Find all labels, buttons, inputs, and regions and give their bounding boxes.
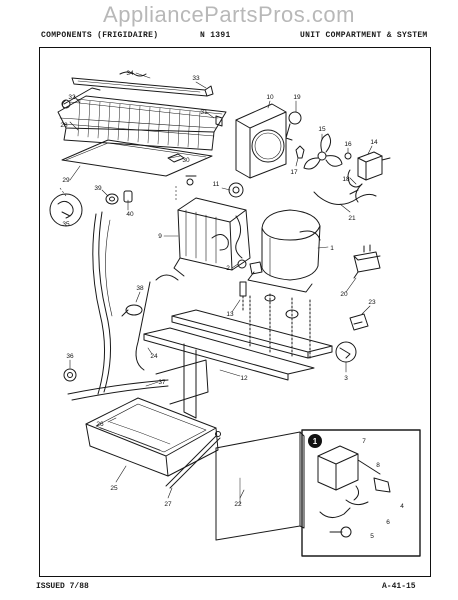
drain-hose-part bbox=[67, 211, 169, 401]
part-label: 31 bbox=[200, 109, 208, 116]
part-label: 33 bbox=[192, 75, 200, 82]
part-label: 19 bbox=[293, 94, 301, 101]
clip-part bbox=[167, 153, 185, 163]
detail-marker: 1 bbox=[308, 434, 322, 448]
header-right-title: UNIT COMPARTMENT & SYSTEM bbox=[300, 31, 428, 40]
wire-harness-part bbox=[313, 191, 377, 205]
ground-wire-part bbox=[135, 274, 179, 371]
part-labels: 34 33 32 28 31 30 29 39 40 35 10 19 11 1… bbox=[60, 70, 404, 540]
detail-circle-3 bbox=[335, 341, 357, 363]
part-label: 2 bbox=[226, 265, 230, 272]
support-rod-part bbox=[165, 431, 221, 489]
leader-lines bbox=[69, 72, 373, 499]
page-number: A-41-15 bbox=[382, 582, 416, 591]
part-label: 37 bbox=[158, 379, 166, 386]
hidden-lines bbox=[59, 186, 177, 200]
diagram-frame bbox=[39, 47, 431, 577]
hose-clamp-part bbox=[63, 368, 77, 382]
switch-part bbox=[349, 313, 369, 331]
part-label: 32 bbox=[68, 94, 76, 101]
part-label: 9 bbox=[158, 233, 162, 240]
fan-blade-part bbox=[303, 133, 343, 170]
part-label: 20 bbox=[340, 291, 348, 298]
header-model: N 1391 bbox=[200, 31, 231, 40]
watermark-text: AppliancePartsPros.com bbox=[103, 2, 355, 27]
bracket-bar-part bbox=[71, 71, 214, 97]
motor-lead-part bbox=[349, 183, 363, 203]
fitting-part bbox=[215, 115, 223, 127]
drain-pan-part bbox=[85, 397, 219, 477]
header-left-title: COMPONENTS (FRIGIDAIRE) bbox=[41, 31, 159, 40]
part-label: 23 bbox=[368, 299, 376, 306]
part-label: 3 bbox=[344, 375, 348, 382]
part-label: 14 bbox=[370, 139, 378, 146]
mount-bracket-part bbox=[285, 111, 302, 141]
cap-fitting-part bbox=[185, 175, 197, 186]
part-label: 18 bbox=[342, 176, 350, 183]
part-label: 4 bbox=[400, 503, 404, 510]
part-label: 17 bbox=[290, 169, 298, 176]
part-label: 10 bbox=[266, 94, 274, 101]
detail-circle-35 bbox=[49, 193, 83, 227]
base-rail-part bbox=[143, 309, 333, 419]
part-label: 11 bbox=[213, 181, 220, 188]
shroud-grommet-part bbox=[228, 182, 244, 198]
part-label: 13 bbox=[226, 311, 234, 318]
drain-tray-part bbox=[61, 139, 213, 177]
compressor-part bbox=[247, 209, 321, 293]
part-label: 40 bbox=[126, 211, 134, 218]
fan-shroud-part bbox=[235, 103, 287, 179]
mounting-bolt-part bbox=[239, 281, 247, 311]
fan-clip-part bbox=[295, 145, 305, 159]
back-panel-part bbox=[215, 431, 305, 541]
part-label: 28 bbox=[60, 122, 68, 129]
part-label: 39 bbox=[94, 185, 102, 192]
washer-part bbox=[344, 152, 352, 160]
coil-fins bbox=[77, 99, 201, 149]
part-label: 22 bbox=[234, 501, 242, 508]
part-label: 34 bbox=[126, 70, 134, 77]
part-label: 21 bbox=[348, 215, 356, 222]
detail-marker-label: 1 bbox=[313, 437, 318, 446]
issued-date: ISSUED 7/88 bbox=[36, 582, 89, 591]
part-label: 12 bbox=[240, 375, 248, 382]
detail-inset-box bbox=[301, 429, 421, 557]
part-label: 36 bbox=[66, 353, 74, 360]
part-label: 35 bbox=[62, 221, 70, 228]
mount-grommets bbox=[264, 294, 299, 319]
wire-clamp-part bbox=[121, 304, 143, 317]
part-label: 29 bbox=[62, 177, 70, 184]
part-label: 1 bbox=[330, 245, 334, 252]
part-label: 6 bbox=[386, 519, 390, 526]
part-label: 27 bbox=[164, 501, 172, 508]
part-label: 5 bbox=[370, 533, 374, 540]
part-label: 16 bbox=[344, 141, 352, 148]
fan-motor-part bbox=[347, 151, 391, 188]
part-label: 25 bbox=[110, 485, 118, 492]
terminal-cover-part bbox=[237, 259, 247, 269]
part-label: 15 bbox=[318, 126, 326, 133]
part-label: 26 bbox=[96, 421, 104, 428]
part-label: 38 bbox=[136, 285, 144, 292]
relay-part bbox=[353, 244, 381, 279]
part-label: 24 bbox=[150, 353, 158, 360]
part-label: 8 bbox=[376, 462, 380, 469]
condenser-coil-part bbox=[57, 87, 227, 151]
part-label: 30 bbox=[182, 157, 190, 164]
part-label: 7 bbox=[362, 438, 366, 445]
condenser-block-part bbox=[173, 197, 251, 277]
